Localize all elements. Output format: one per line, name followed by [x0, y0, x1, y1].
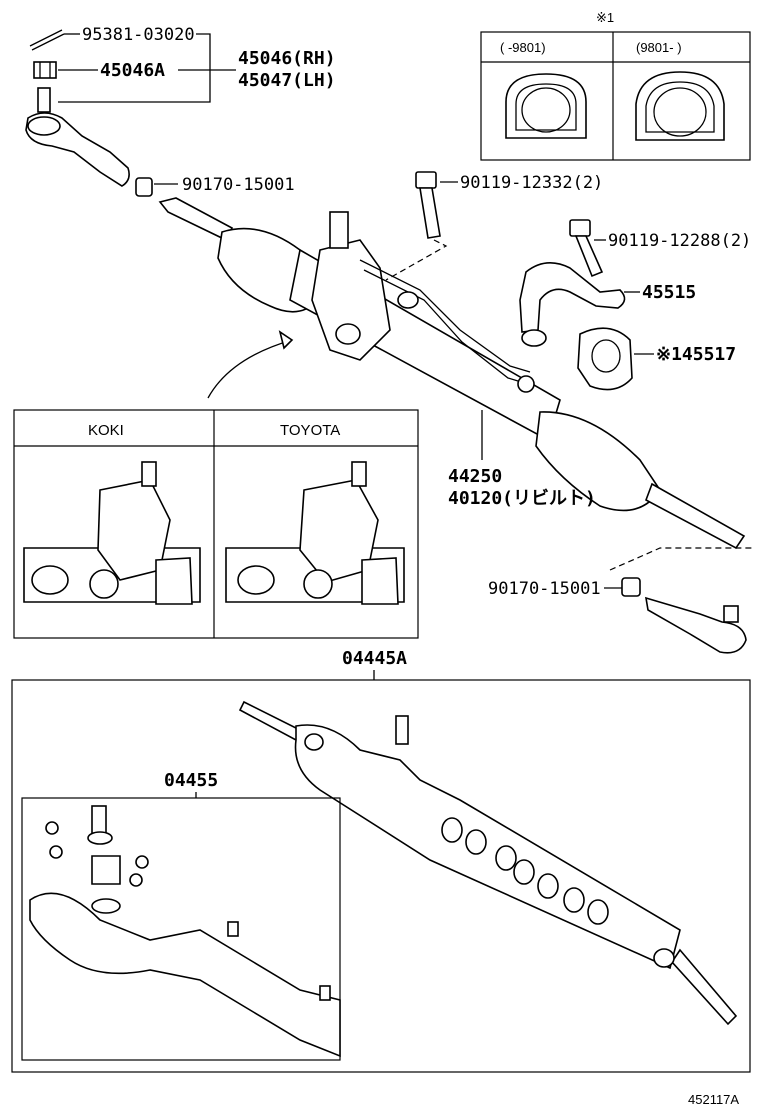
label-tie-rod-end-rh: 45046(RH) [238, 48, 336, 69]
oring-set [441, 817, 609, 925]
bushing-icon [635, 71, 725, 141]
tie-rod-end-icon [25, 112, 130, 187]
variant-toyota-title: TOYOTA [280, 422, 340, 439]
variant-box: KOKI TOYOTA [13, 409, 419, 639]
label-nut-upper: 90170-15001 [182, 175, 295, 195]
bracket-icon [519, 262, 626, 347]
label-bracket: 45515 [642, 282, 696, 303]
seal-kit-box [21, 797, 341, 1061]
label-bushing: ※145517 [656, 344, 736, 365]
bushing-variant-note: ※1 ( -9801) (9801- ) [480, 10, 751, 161]
tie-rod-end-upper [25, 29, 236, 197]
note-right-header: (9801- ) [636, 40, 682, 55]
label-gear-assy: 44250 [448, 466, 502, 487]
steering-rack-icon [158, 197, 746, 550]
toyota-valve-icon [225, 461, 405, 605]
label-gasket-kit: 04445A [342, 648, 407, 669]
bolt-icon [415, 171, 441, 239]
label-seal-kit: 04455 [164, 770, 218, 791]
figure-number: 452117A [688, 1092, 739, 1107]
variant-koki-title: KOKI [88, 422, 124, 439]
steering-rack-icon [238, 700, 738, 1026]
label-bolt-2: 90119-12288(2) [608, 231, 751, 251]
lock-nut-icon [621, 577, 641, 597]
label-nut-lower: 90170-15001 [488, 579, 601, 599]
label-tie-rod-end-lh: 45047(LH) [238, 70, 336, 91]
koki-valve-icon [23, 461, 201, 605]
label-bolt-1: 90119-12332(2) [460, 173, 603, 193]
cotter-pin-icon [29, 29, 65, 51]
bolt-icon [569, 219, 604, 278]
castle-nut-icon [33, 61, 57, 79]
note-marker: ※1 [596, 10, 614, 25]
label-gear-assy-rebuilt: 40120(リビルト) [448, 488, 596, 509]
gasket-kit-box [11, 679, 751, 1073]
bushing-icon [505, 73, 587, 139]
label-cotter-pin: 95381-03020 [82, 25, 195, 45]
lock-nut-icon [135, 177, 153, 197]
note-left-header: ( -9801) [500, 40, 546, 55]
bushing-icon [577, 327, 633, 391]
arrow-icon [207, 339, 293, 399]
label-nut: 45046A [100, 60, 165, 81]
tie-rod-end-icon [645, 596, 747, 654]
valve-body-icon [29, 805, 341, 1058]
